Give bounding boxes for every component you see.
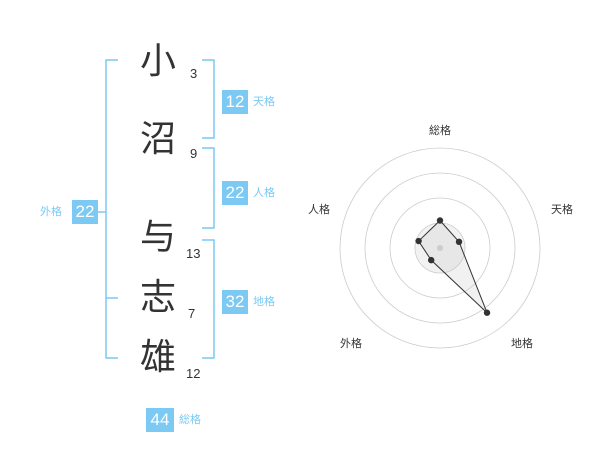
- name-char-4: 志: [139, 277, 176, 318]
- radar-axis-label-jinkaku: 人格: [308, 203, 330, 216]
- tenkaku-value-badge: 12: [222, 90, 248, 114]
- name-char-2: 沼: [139, 119, 176, 160]
- radar-series-polygon: [417, 219, 488, 314]
- gaikaku-bracket: [105, 59, 118, 359]
- jinkaku-bracket: [202, 147, 215, 229]
- soukaku-value-badge: 44: [146, 408, 174, 432]
- name-char-3: 与: [139, 217, 176, 258]
- chikaku-bracket: [202, 239, 215, 359]
- stroke-count-2: 9: [190, 146, 198, 161]
- jinkaku-value-badge: 22: [222, 181, 248, 205]
- radar-point-3: [483, 309, 491, 316]
- radar-point-2: [455, 238, 463, 246]
- stroke-count-3: 13: [186, 246, 201, 261]
- radar-ring-2: [389, 197, 491, 299]
- radar-axis-label-gaikaku: 外格: [340, 337, 362, 350]
- chikaku-value-badge: 32: [222, 290, 248, 314]
- stroke-count-1: 3: [190, 66, 198, 81]
- name-char-1: 小: [139, 41, 176, 82]
- gaikaku-label: 外格: [40, 205, 62, 218]
- radar-point-1: [436, 217, 444, 224]
- name-char-5: 雄: [139, 337, 176, 378]
- radar-axis-label-chikaku: 地格: [511, 337, 533, 350]
- radar-ring-4: [339, 147, 541, 349]
- radar-axis-label-tenkaku: 天格: [551, 203, 573, 216]
- tenkaku-label: 天格: [253, 95, 275, 108]
- stroke-count-5: 12: [186, 366, 201, 381]
- radar-point-4: [427, 256, 435, 264]
- radar-ring-3: [364, 172, 516, 324]
- tenkaku-bracket: [202, 59, 215, 139]
- gaikaku-value-badge: 22: [72, 200, 98, 224]
- radar-point-5: [415, 237, 422, 245]
- soukaku-label: 総格: [179, 413, 201, 426]
- chikaku-label: 地格: [253, 295, 275, 308]
- stroke-count-4: 7: [188, 306, 196, 321]
- radar-axis-label-soukaku: 総格: [429, 124, 451, 137]
- jinkaku-label: 人格: [253, 186, 275, 199]
- radar-center-dot: [437, 245, 443, 251]
